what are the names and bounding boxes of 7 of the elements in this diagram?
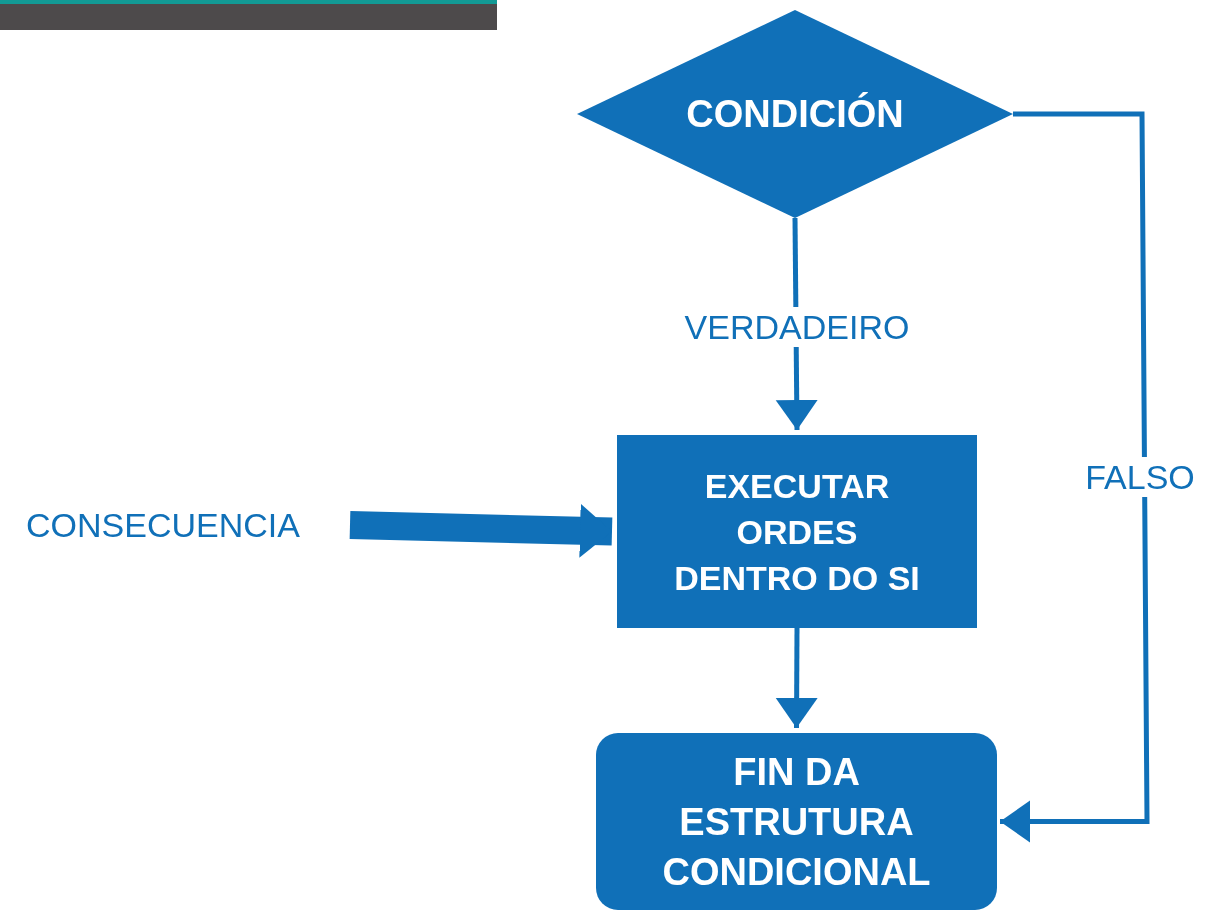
text-label: CONSECUENCIA <box>26 504 300 546</box>
end-box: FIN DA ESTRUTURA CONDICIONAL <box>596 733 997 910</box>
arrow <box>1000 111 1150 843</box>
arrow <box>775 628 818 728</box>
block-arrow <box>349 503 613 558</box>
decision-diamond: CONDICIÓN <box>577 10 1013 218</box>
process-box: EXECUTAR ORDES DENTRO DO SI <box>617 435 977 628</box>
